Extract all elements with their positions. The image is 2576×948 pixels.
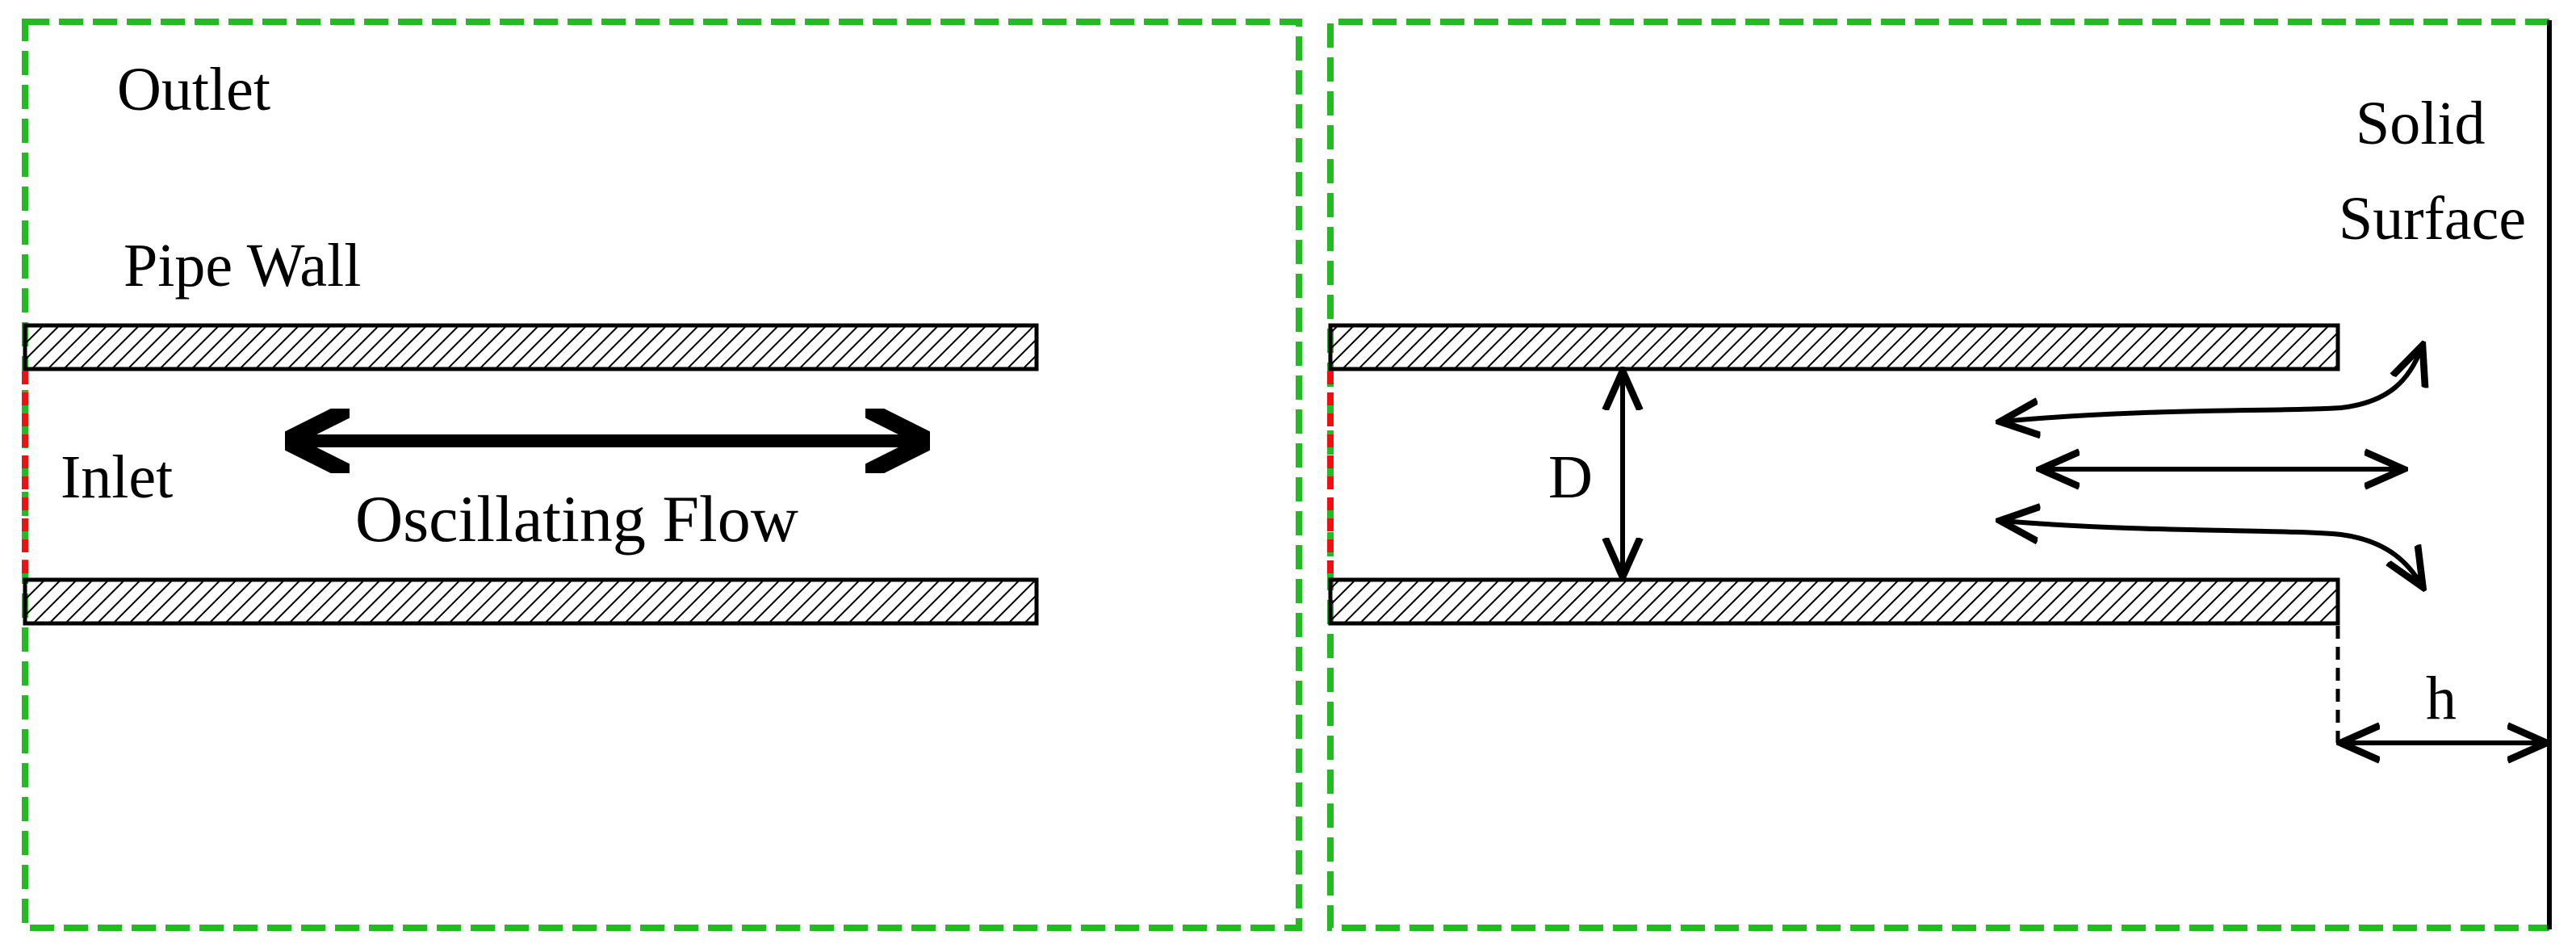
pipe-wall-label: Pipe Wall bbox=[124, 232, 361, 300]
outlet-boundary-left bbox=[22, 19, 1302, 931]
left-panel: Outlet Pipe Wall Inlet Oscillating Flow bbox=[22, 19, 1302, 931]
solid-surface-label-line1: Solid bbox=[2356, 90, 2486, 157]
gap-label: h bbox=[2426, 665, 2457, 732]
pipe-wall-bottom-left bbox=[23, 577, 1039, 626]
outlet-boundary-right bbox=[1327, 19, 2549, 931]
oscillating-flow-label: Oscillating Flow bbox=[355, 482, 798, 556]
solid-surface-label-line2: Surface bbox=[2339, 185, 2526, 253]
outlet-label: Outlet bbox=[117, 56, 270, 124]
pipe-wall-top-right bbox=[1328, 323, 2340, 371]
flow-arrow-lower bbox=[2002, 521, 2422, 585]
flow-arrow-upper bbox=[2002, 347, 2422, 422]
diameter-label: D bbox=[1548, 443, 1593, 511]
pipe-wall-bottom-right bbox=[1328, 577, 2340, 626]
right-panel: D h Solid Surface bbox=[1327, 19, 2552, 931]
pipe-wall-top-left bbox=[23, 323, 1039, 371]
inlet-label: Inlet bbox=[61, 443, 173, 511]
